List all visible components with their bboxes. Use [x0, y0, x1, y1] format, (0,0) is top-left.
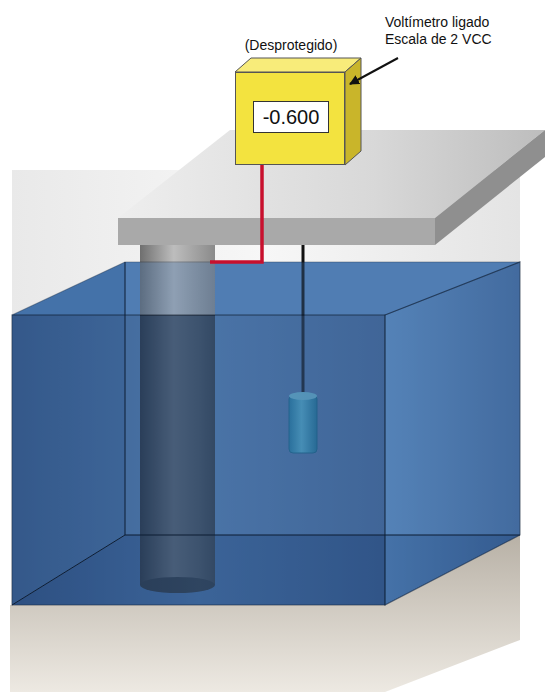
status-label: (Desprotegido) — [216, 37, 366, 53]
voltmeter-box: (Desprotegido)-0.600 — [235, 72, 345, 165]
callout-arrow — [350, 58, 398, 84]
reading-value: -0.600 — [254, 102, 328, 132]
tank-edge — [125, 535, 520, 536]
structure-wire — [210, 165, 262, 262]
tank-edge — [125, 262, 126, 535]
slab-side — [435, 130, 545, 245]
meter-side — [345, 58, 361, 165]
voltmeter-display: -0.600 — [253, 101, 329, 133]
water-front — [12, 315, 385, 605]
slab-front — [118, 218, 435, 245]
tank-edge — [12, 535, 125, 605]
meter-top — [235, 58, 361, 72]
water-surface — [12, 262, 520, 315]
callout-label: Voltímetro ligado Escala de 2 VCC — [385, 14, 535, 48]
water-side — [385, 262, 520, 605]
